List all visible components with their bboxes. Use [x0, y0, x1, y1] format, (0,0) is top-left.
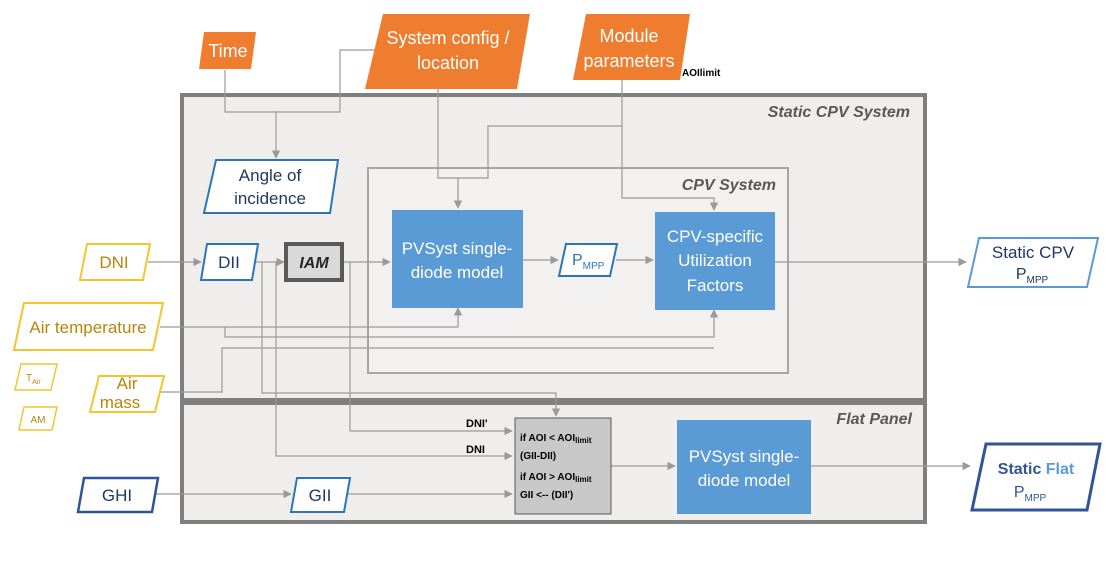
module-parameters-input: Module parameters: [573, 14, 690, 80]
iam-node: IAM: [284, 242, 344, 282]
dni-label: DNI: [99, 253, 128, 272]
cpv-utilization-label-3: Factors: [687, 276, 744, 295]
cond1-sub: limit: [575, 436, 592, 445]
conn-module-pvsyst: [458, 80, 623, 179]
static-cpv-label: Static CPV: [992, 243, 1075, 262]
cond1-value: (GII-DII): [520, 451, 556, 462]
flat-panel-title: Flat Panel: [836, 411, 912, 428]
system-config-label-1: System config /: [386, 28, 509, 48]
cpv-utilization-label-2: Utilization: [678, 251, 752, 270]
pmpp-main: P: [572, 252, 583, 269]
pvsyst-flat-block: PVSyst single- diode model: [677, 420, 811, 514]
angle-of-incidence-node: Angle of incidence: [202, 159, 340, 214]
cpv-system-title: CPV System: [682, 177, 776, 194]
static-cpv-pmpp-sub: MPP: [1027, 275, 1049, 286]
system-config-input: System config / location: [365, 14, 530, 89]
air-mass-label-1: Air: [117, 374, 138, 393]
conn-temp-pvsyst: [160, 307, 463, 328]
conn-am-util: [160, 347, 714, 393]
svg-text:Static Flat: Static Flat: [998, 461, 1075, 478]
static-cpv-output: Static CPV PMPP: [966, 237, 1100, 288]
t-air-main: T: [26, 373, 32, 384]
time-label: Time: [208, 41, 247, 61]
t-air-sub: Air: [32, 379, 41, 386]
conn-config-pvsyst: [437, 88, 463, 209]
cond1-prefix: if AOI < AOI: [520, 433, 575, 444]
aoi-limit-note: AOIlimit: [682, 68, 721, 79]
pmpp-node: PMPP: [557, 243, 619, 277]
cpv-utilization-label-1: CPV-specific: [667, 227, 764, 246]
static-cpv-pmpp-main: P: [1016, 266, 1027, 283]
dii-label: DII: [218, 253, 240, 272]
conn-dni-switch: [275, 262, 513, 461]
conn-temp-util: [224, 309, 719, 338]
air-temperature-label: Air temperature: [29, 318, 146, 337]
ghi-label: GHI: [102, 486, 132, 505]
conn-time-aoi: [224, 70, 281, 159]
conn-module-util: [621, 126, 719, 211]
cond2-prefix: if AOI > AOI: [520, 472, 575, 483]
connectors: [148, 49, 971, 499]
svg-text:if AOI < AOIlimit: if AOI < AOIlimit: [520, 433, 592, 445]
air-temperature-input: Air temperature: [12, 302, 165, 351]
svg-text:PMPP: PMPP: [1016, 266, 1049, 286]
conn-iam-switch: [349, 262, 513, 436]
ghi-input: GHI: [76, 476, 160, 514]
dni-switch-label: DNI: [466, 444, 485, 456]
conn-dii-switch: [261, 262, 561, 417]
t-air-symbol: TAir: [14, 363, 58, 391]
angle-of-incidence-label-1: Angle of: [239, 166, 302, 185]
pvsyst-cpv-block: PVSyst single- diode model: [392, 210, 523, 308]
module-parameters-label-1: Module: [599, 26, 658, 46]
pvsyst-cpv-label-2: diode model: [411, 263, 504, 282]
system-config-label-2: location: [417, 53, 479, 73]
am-symbol: AM: [18, 406, 58, 431]
cond2-sub: limit: [575, 475, 592, 484]
static-flat-word2: Flat: [1046, 461, 1075, 478]
pvsyst-flat-label-2: diode model: [698, 471, 791, 490]
svg-text:if AOI > AOIlimit: if AOI > AOIlimit: [520, 472, 592, 484]
static-cpv-system-title: Static CPV System: [768, 104, 910, 121]
svg-text:TAir: TAir: [26, 373, 41, 386]
dni-prime-label: DNI': [466, 418, 488, 430]
dii-node: DII: [199, 243, 260, 281]
dni-input: DNI: [78, 243, 152, 281]
conn-config-aoi: [276, 49, 380, 113]
angle-of-incidence-label-2: incidence: [234, 189, 306, 208]
pvsyst-flat-label-1: PVSyst single-: [689, 447, 800, 466]
cond2-value: GII <-- (DII'): [520, 490, 573, 501]
time-input: Time: [199, 32, 256, 69]
static-flat-pmpp-main: P: [1014, 484, 1025, 501]
cpv-utilization-block: CPV-specific Utilization Factors: [655, 212, 775, 310]
static-flat-pmpp-sub: MPP: [1025, 493, 1047, 504]
air-mass-label-2: mass: [100, 393, 141, 412]
static-flat-word1: Static: [998, 461, 1046, 478]
air-mass-input: Air mass: [88, 374, 166, 413]
am-label: AM: [31, 415, 46, 426]
aoi-switch-block: if AOI < AOIlimit (GII-DII) if AOI > AOI…: [514, 417, 612, 515]
svg-text:PMPP: PMPP: [1014, 484, 1047, 504]
gii-label: GII: [309, 486, 332, 505]
iam-label: IAM: [299, 255, 329, 272]
module-parameters-label-2: parameters: [583, 51, 674, 71]
gii-node: GII: [289, 477, 352, 513]
pvsyst-cpv-label-1: PVSyst single-: [402, 239, 513, 258]
static-flat-output: Static Flat PMPP: [970, 442, 1102, 512]
pmpp-sub: MPP: [583, 261, 605, 272]
svg-text:PMPP: PMPP: [572, 252, 605, 272]
